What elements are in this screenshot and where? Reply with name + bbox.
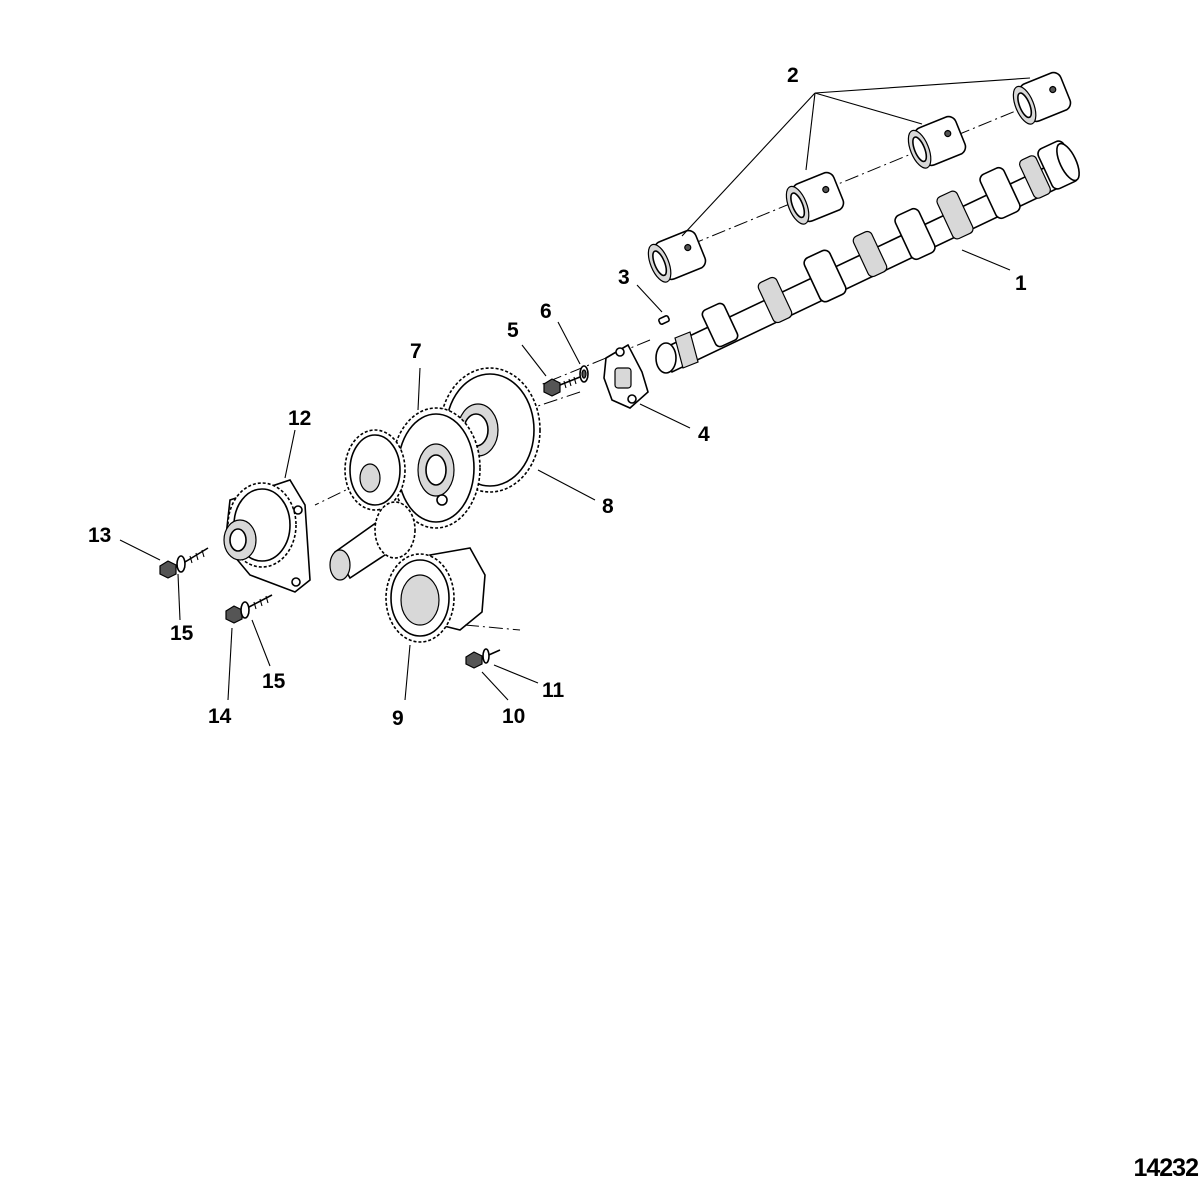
callout-8: 8	[602, 495, 614, 518]
thrust-plate	[603, 343, 649, 409]
callout-5: 5	[507, 319, 519, 342]
callout-11: 11	[542, 679, 565, 702]
callout-15b: 15	[262, 670, 286, 693]
callout-3: 3	[618, 266, 630, 289]
callout-6: 6	[540, 300, 552, 323]
cam-bearing	[647, 229, 707, 283]
callout-2: 2	[787, 64, 799, 87]
lock-washer	[579, 365, 589, 383]
callout-13: 13	[88, 524, 111, 547]
woodruff-key	[658, 315, 670, 325]
callout-7: 7	[410, 340, 422, 363]
figure-number: 14232	[1133, 1154, 1199, 1182]
camshaft	[655, 140, 1080, 374]
housing-bolt-upper	[159, 547, 209, 579]
cam-bearing	[785, 171, 845, 225]
oil-pump-bolt	[465, 648, 501, 669]
housing-bolt-lower	[225, 594, 273, 624]
callout-4: 4	[698, 423, 710, 446]
callout-1: 1	[1015, 272, 1027, 295]
cam-bearings	[647, 71, 1072, 283]
callout-14: 14	[208, 705, 232, 728]
crankshaft-gear-hub	[329, 501, 416, 581]
callout-15a: 15	[170, 622, 194, 645]
front-idler-gear	[344, 429, 406, 511]
thrust-plate-bolt	[543, 376, 581, 397]
leader-lines	[119, 77, 1031, 701]
cam-bearing	[907, 115, 967, 169]
cam-bearing	[1012, 71, 1072, 125]
callout-12: 12	[288, 407, 311, 430]
callout-10: 10	[502, 705, 525, 728]
callout-9: 9	[392, 707, 404, 730]
drive-housing	[223, 479, 311, 593]
idler-gear	[391, 407, 481, 529]
oil-pump-gear	[385, 547, 521, 643]
callout-labels: 1 2 3 4 5 6 7 8 9 10 11 12 13 14 15 15	[88, 64, 1027, 730]
